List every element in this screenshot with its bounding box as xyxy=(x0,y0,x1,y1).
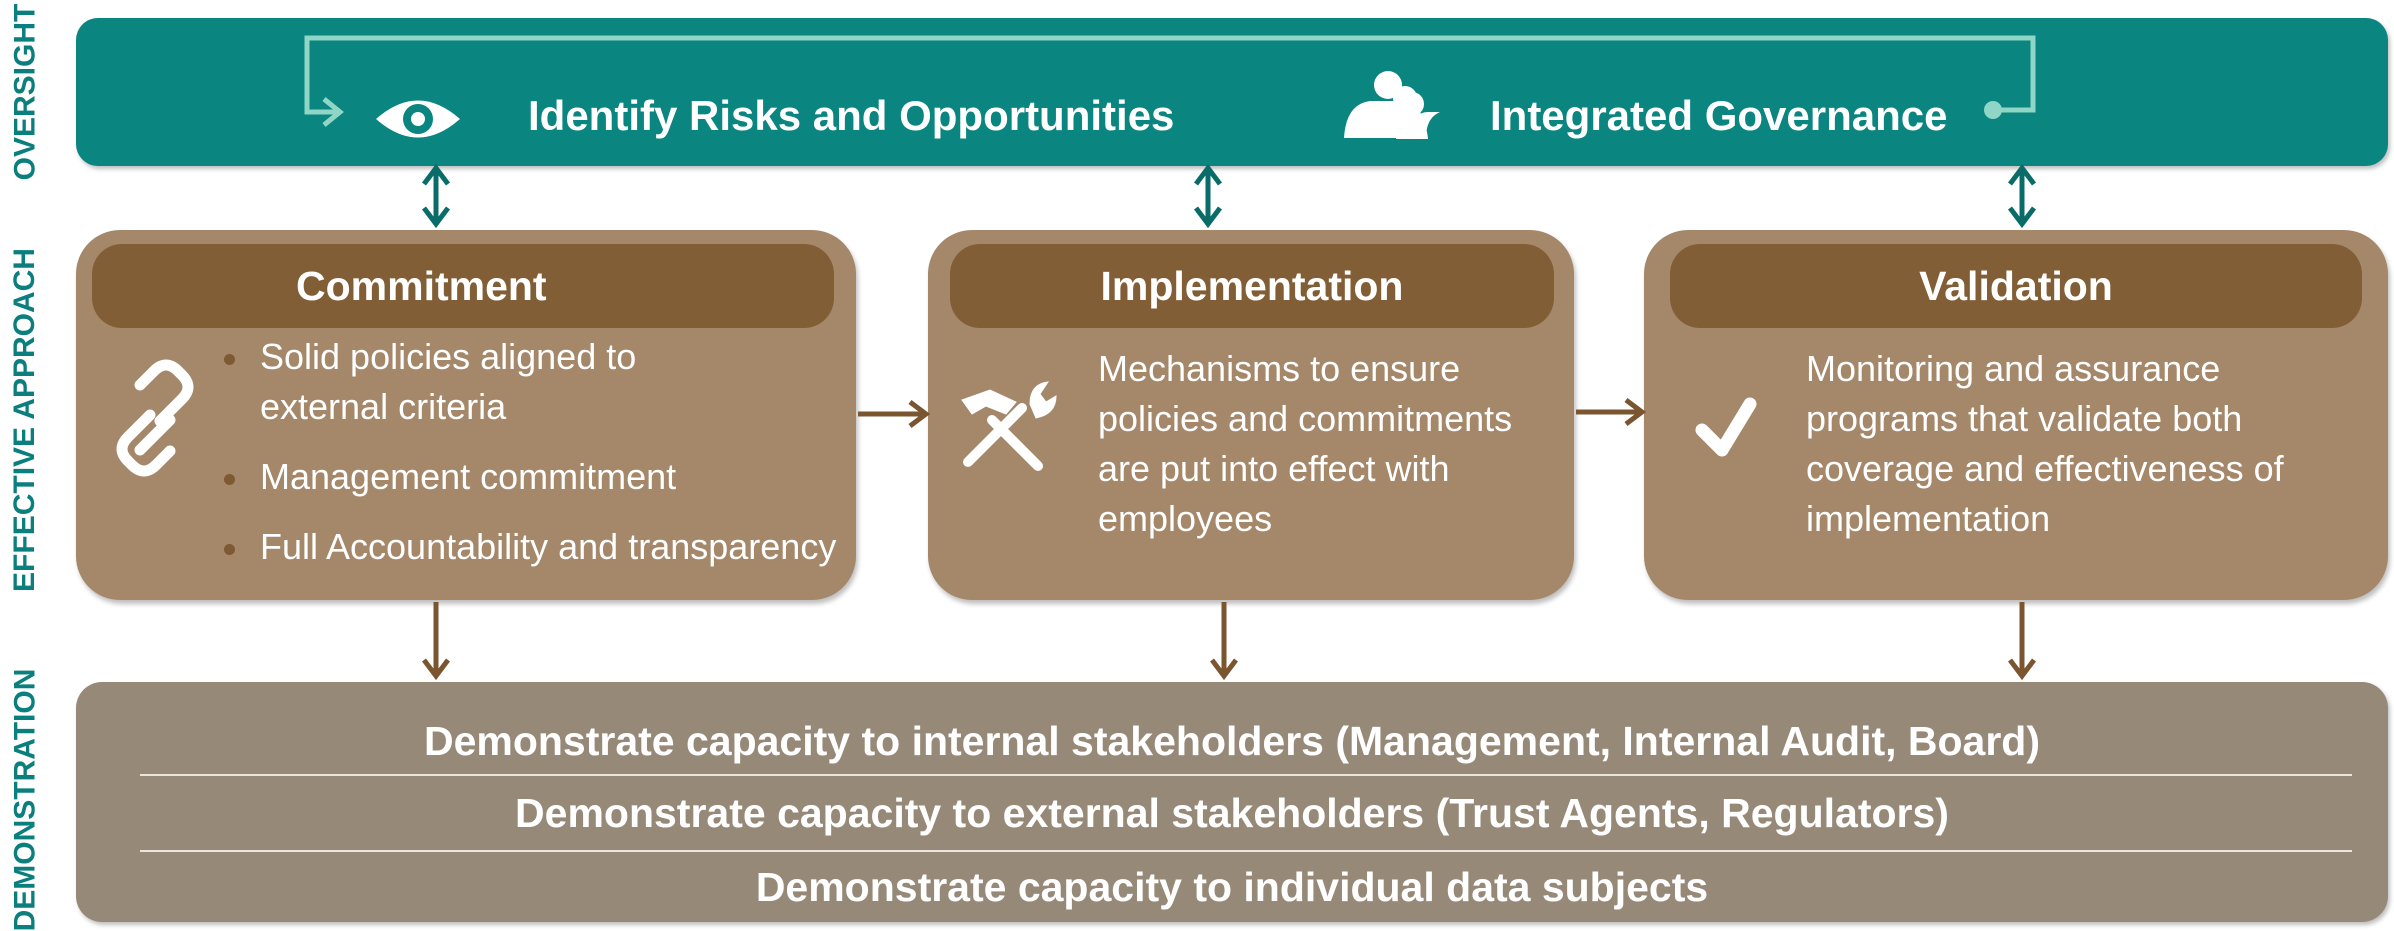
list-item: Full Accountability and transparency xyxy=(224,522,850,572)
loop-arrow-dot xyxy=(1984,101,2002,119)
double-arrow-validation xyxy=(2008,163,2036,229)
list-item: Solid policies aligned to external crite… xyxy=(224,332,640,432)
oversight-bar xyxy=(76,18,2388,166)
identify-risks-text: Identify Risks and Opportunities xyxy=(528,92,1175,139)
commitment-title: Commitment xyxy=(92,244,834,328)
eye-icon xyxy=(376,100,460,138)
implementation-text: Mechanisms to ensure policies and commit… xyxy=(1098,348,1513,539)
integrated-governance-text: Integrated Governance xyxy=(1490,92,1948,139)
arrow-implementation-to-validation xyxy=(1576,398,1647,426)
link-icon xyxy=(116,359,194,477)
commitment-card: Commitment Solid policies aligned to ext… xyxy=(76,230,856,600)
commitment-bullets: Solid policies aligned to external crite… xyxy=(224,332,850,592)
demonstration-internal: Demonstrate capacity to internal stakeho… xyxy=(423,718,2041,764)
validation-text: Monitoring and assurance programs that v… xyxy=(1806,348,2284,539)
arrow-validation-down xyxy=(2008,602,2036,681)
arrow-implementation-down xyxy=(1210,602,1238,681)
demonstration-individual: Demonstrate capacity to individual data … xyxy=(755,864,1709,910)
divider xyxy=(140,850,2352,852)
list-item: Management commitment xyxy=(224,452,850,502)
divider xyxy=(140,774,2352,776)
hammer-wrench-icon xyxy=(961,381,1057,471)
double-arrow-implementation xyxy=(1194,163,1222,229)
validation-card: Validation Monitoring and assurance prog… xyxy=(1644,230,2388,600)
demonstration-box: Demonstrate capacity to internal stakeho… xyxy=(76,682,2388,922)
double-arrow-commitment xyxy=(422,163,450,229)
implementation-card: Implementation Mechanisms to ensure poli… xyxy=(928,230,1574,600)
arrow-commitment-to-implementation xyxy=(858,400,931,428)
checkmark-icon xyxy=(1695,397,1757,457)
loop-arrow xyxy=(304,35,2036,127)
people-icon xyxy=(1344,71,1440,139)
arrow-commitment-down xyxy=(422,602,450,681)
demonstration-external: Demonstrate capacity to external stakeho… xyxy=(515,790,1949,836)
implementation-title: Implementation xyxy=(950,244,1554,328)
validation-title: Validation xyxy=(1670,244,2362,328)
